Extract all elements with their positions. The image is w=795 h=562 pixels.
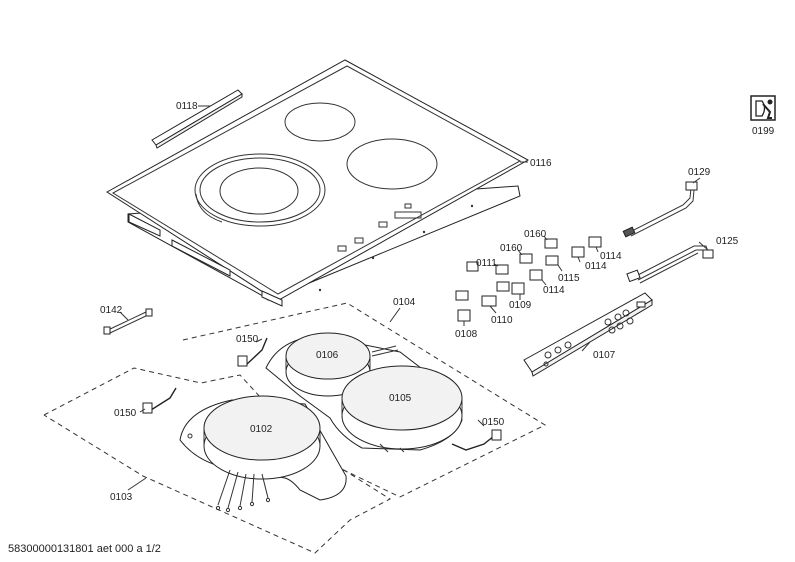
label-0142: 0142 bbox=[100, 305, 123, 316]
temperature-sensor bbox=[103, 308, 153, 335]
label-0103: 0103 bbox=[110, 492, 133, 503]
label-0106: 0106 bbox=[316, 350, 339, 361]
label-0150-left: 0150 bbox=[114, 408, 137, 419]
clip-0150-left bbox=[142, 387, 177, 414]
label-0111: 0111 bbox=[476, 258, 497, 269]
label-0150-upper: 0150 bbox=[236, 334, 259, 345]
label-0107: 0107 bbox=[593, 350, 616, 361]
label-0109: 0109 bbox=[509, 300, 532, 311]
label-0108: 0108 bbox=[455, 329, 478, 340]
heating-element-0105 bbox=[341, 365, 463, 453]
label-0115: 0115 bbox=[558, 273, 580, 284]
label-0118: 0118 bbox=[176, 101, 198, 112]
assembly-outline-0103 bbox=[43, 367, 392, 554]
heating-element-0102 bbox=[203, 395, 321, 513]
clip-0150-upper bbox=[237, 337, 268, 367]
cooktop-glass-panel bbox=[106, 59, 530, 307]
leader-lines bbox=[119, 105, 709, 491]
clip-0150-right bbox=[451, 429, 502, 451]
trim-strip bbox=[151, 89, 243, 149]
heating-element-0106 bbox=[285, 332, 399, 397]
label-0129: 0129 bbox=[688, 167, 711, 178]
label-0114-c: 0114 bbox=[543, 285, 565, 296]
label-0104: 0104 bbox=[393, 297, 416, 308]
label-0199: 0199 bbox=[752, 126, 775, 137]
service-wrench-icon bbox=[750, 95, 776, 121]
part-labels: 0118 0116 0199 0129 0125 0160 0160 0111 … bbox=[100, 101, 775, 503]
label-0102: 0102 bbox=[250, 424, 273, 435]
assembly-outline-0104 bbox=[182, 302, 547, 498]
label-0125: 0125 bbox=[716, 236, 739, 247]
control-symbols bbox=[318, 203, 474, 292]
document-reference: 58300000131801 aet 000 a 1/2 bbox=[8, 543, 161, 555]
control-board bbox=[523, 292, 653, 377]
ribbon-cable-0125 bbox=[626, 245, 714, 284]
label-0110: 0110 bbox=[491, 315, 513, 326]
label-0160-upper: 0160 bbox=[524, 229, 547, 240]
label-0116: 0116 bbox=[530, 158, 552, 169]
label-0114-a: 0114 bbox=[600, 251, 622, 262]
connector-blocks bbox=[455, 236, 602, 322]
label-0160-lower: 0160 bbox=[500, 243, 523, 254]
ribbon-cable-0129 bbox=[622, 181, 698, 238]
label-0114-b: 0114 bbox=[585, 261, 607, 272]
label-0105: 0105 bbox=[389, 393, 412, 404]
label-0150-right: 0150 bbox=[482, 417, 505, 428]
